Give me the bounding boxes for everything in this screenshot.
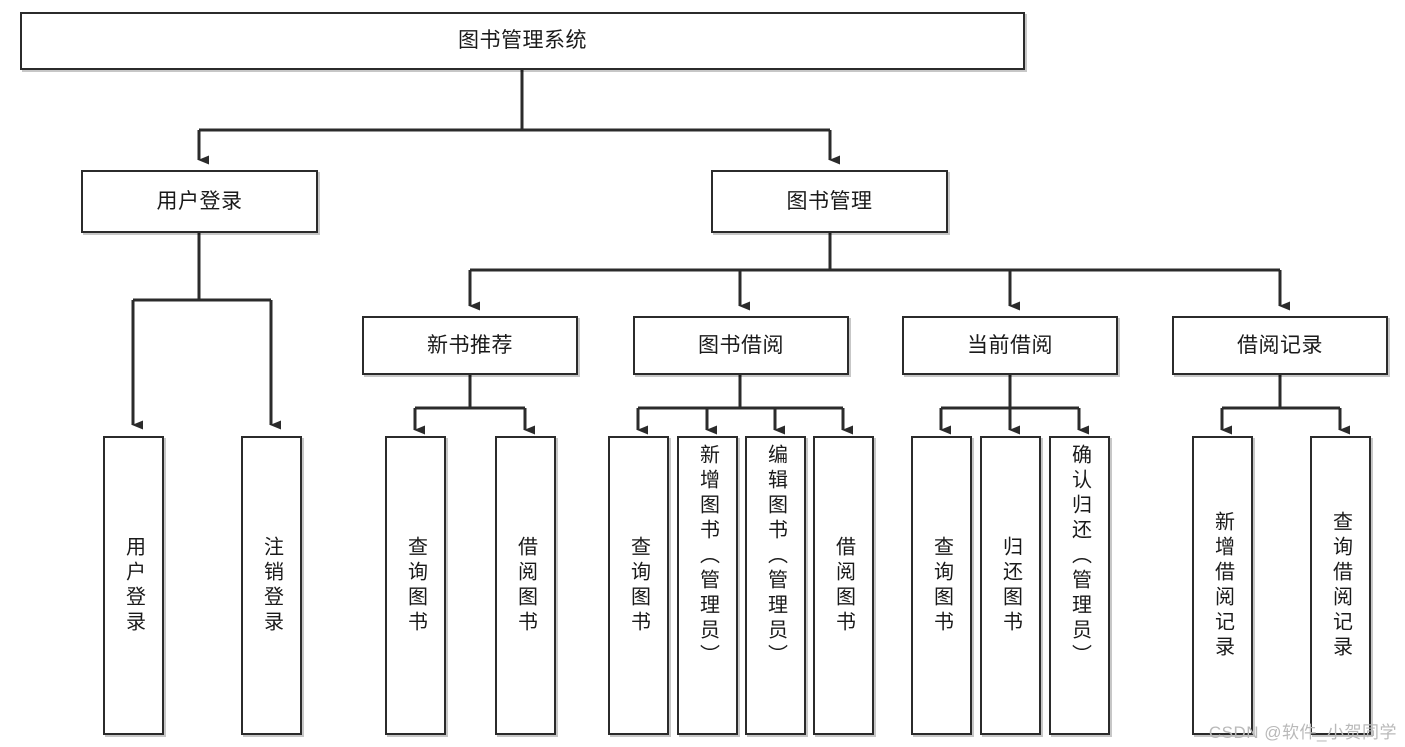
node-leaf-borrow-book-1[interactable]: 借阅图书: [495, 436, 556, 735]
node-leaf-confirm-return[interactable]: 确认归还（管理员）: [1049, 436, 1110, 735]
node-label: 新增图书（管理员）: [696, 444, 719, 669]
node-label: 查询图书: [404, 535, 427, 636]
node-label: 借阅图书: [832, 535, 855, 636]
node-label: 用户登录: [156, 189, 243, 213]
node-label: 图书管理: [786, 189, 873, 213]
node-label: 借阅图书: [514, 535, 537, 636]
node-new-book-recommend[interactable]: 新书推荐: [362, 316, 578, 375]
node-label: 归还图书: [999, 535, 1022, 636]
node-label: 用户登录: [122, 535, 145, 636]
node-current-borrow[interactable]: 当前借阅: [902, 316, 1118, 375]
node-leaf-borrow-book-2[interactable]: 借阅图书: [813, 436, 874, 735]
node-label: 新书推荐: [427, 333, 513, 357]
node-label: 新增借阅记录: [1211, 510, 1234, 661]
node-leaf-logout-login[interactable]: 注销登录: [241, 436, 302, 735]
node-borrow-record[interactable]: 借阅记录: [1172, 316, 1388, 375]
node-leaf-user-login[interactable]: 用户登录: [103, 436, 164, 735]
node-label: 查询图书: [930, 535, 953, 636]
node-leaf-query-book-1[interactable]: 查询图书: [385, 436, 446, 735]
node-leaf-query-book-2[interactable]: 查询图书: [608, 436, 669, 735]
node-label: 查询借阅记录: [1329, 510, 1352, 661]
node-book-management[interactable]: 图书管理: [711, 170, 948, 233]
node-leaf-add-record[interactable]: 新增借阅记录: [1192, 436, 1253, 735]
node-leaf-query-record[interactable]: 查询借阅记录: [1310, 436, 1371, 735]
node-label: 编辑图书（管理员）: [764, 444, 787, 669]
node-label: 注销登录: [260, 535, 283, 636]
node-leaf-edit-book[interactable]: 编辑图书（管理员）: [745, 436, 806, 735]
node-leaf-return-book[interactable]: 归还图书: [980, 436, 1041, 735]
node-label: 当前借阅: [967, 333, 1053, 357]
node-label: 图书借阅: [698, 333, 784, 357]
node-book-borrow[interactable]: 图书借阅: [633, 316, 849, 375]
node-label: 图书管理系统: [458, 29, 587, 53]
node-label: 查询图书: [627, 535, 650, 636]
node-label: 确认归还（管理员）: [1068, 444, 1091, 669]
node-leaf-query-book-3[interactable]: 查询图书: [911, 436, 972, 735]
node-root-book-management-system[interactable]: 图书管理系统: [20, 12, 1025, 70]
node-user-login[interactable]: 用户登录: [81, 170, 318, 233]
node-leaf-add-book[interactable]: 新增图书（管理员）: [677, 436, 738, 735]
node-label: 借阅记录: [1237, 333, 1323, 357]
